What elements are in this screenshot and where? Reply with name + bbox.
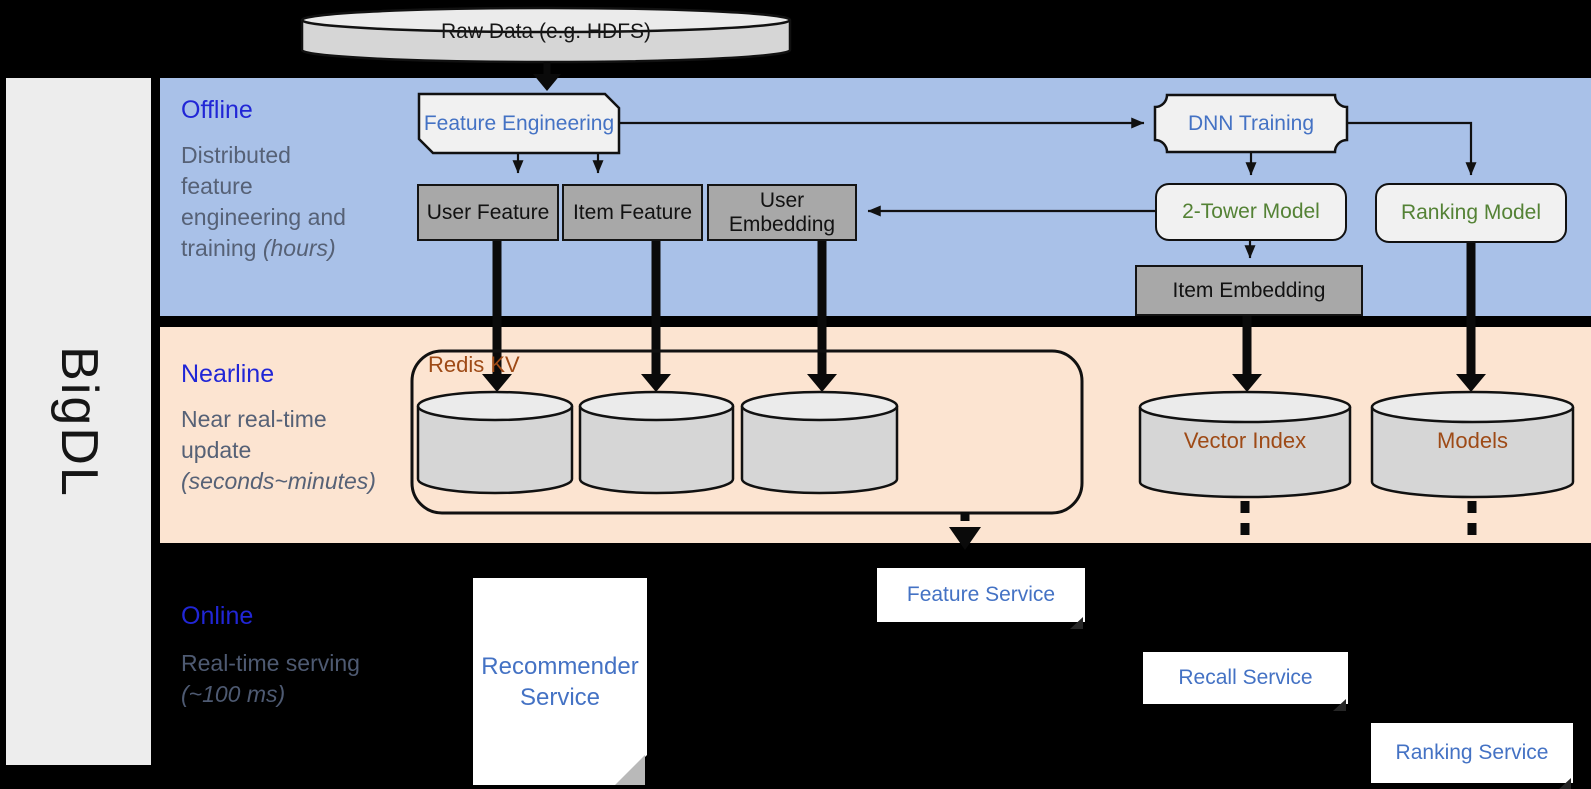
vector-index-label: Vector Index — [1183, 428, 1307, 453]
recall-service-fold-icon — [1333, 699, 1346, 711]
feature-service-fold-icon — [1070, 617, 1083, 629]
offline-duration: (hours) — [262, 235, 336, 261]
recommender-service-document: Recommender Service — [473, 578, 647, 785]
dnn-training-node: DNN Training — [1187, 111, 1315, 135]
ranking-model-node: Ranking Model — [1375, 183, 1567, 243]
raw-data-label: Raw Data (e.g. HDFS) — [440, 20, 652, 43]
item-embedding-node: Item Embedding — [1135, 265, 1363, 316]
nearline-title: Nearline — [181, 360, 275, 388]
redis-kv-label: Redis KV — [428, 352, 520, 377]
recommender-service-fold-icon — [615, 755, 645, 785]
bigdl-sidebar: BigDL — [6, 78, 151, 765]
two-tower-model-node: 2-Tower Model — [1155, 183, 1347, 241]
nearline-duration: (seconds~minutes) — [181, 468, 376, 494]
online-title: Online — [181, 602, 254, 630]
bigdl-logo-text: BigDL — [49, 345, 108, 498]
online-description: Real-time serving (~100 ms) — [181, 650, 360, 707]
feature-service-node: Feature Service — [877, 568, 1085, 629]
item-feature-node: Item Feature — [562, 184, 703, 241]
recall-service-node: Recall Service — [1143, 652, 1348, 711]
feature-engineering-node: Feature Engineering — [423, 111, 615, 135]
offline-description: Distributed feature engineering and trai… — [181, 142, 346, 261]
user-feature-node: User Feature — [417, 184, 559, 241]
user-embedding-node: User Embedding — [707, 184, 857, 241]
nearline-description: Near real-time update (seconds~minutes) — [181, 406, 376, 494]
online-duration: (~100 ms) — [181, 681, 286, 707]
offline-title: Offline — [181, 96, 253, 124]
ranking-service-fold-icon — [1558, 778, 1571, 789]
models-label: Models — [1437, 428, 1508, 453]
ranking-service-node: Ranking Service — [1371, 723, 1573, 789]
